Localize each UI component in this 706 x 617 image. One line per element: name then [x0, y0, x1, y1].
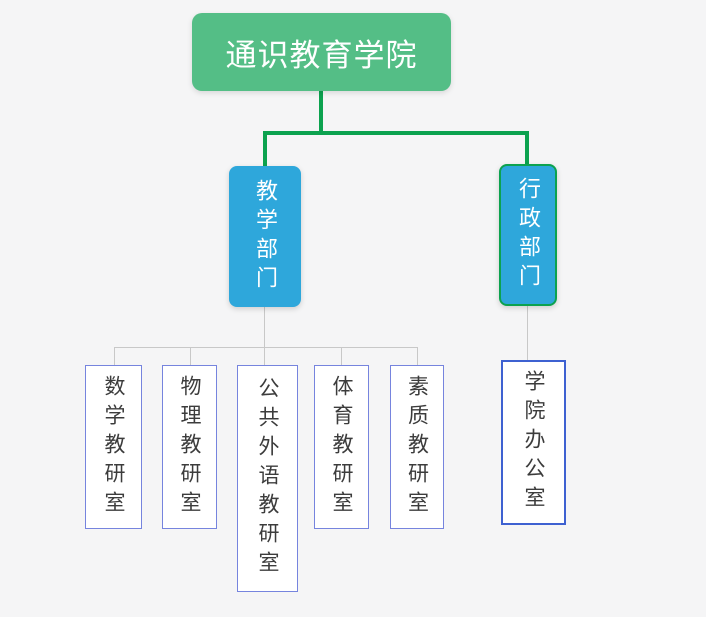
unit-node-math[interactable]: 数学教研室: [85, 365, 142, 529]
connector-drop-pe: [341, 347, 342, 365]
unit-node-foreign-language[interactable]: 公共外语教研室: [237, 365, 298, 592]
dept-node-teaching[interactable]: 教学部门: [229, 166, 301, 307]
dept-node-admin[interactable]: 行政部门: [499, 164, 557, 306]
dept-admin-label: 行政部门: [516, 177, 541, 293]
unit-foreign-language-label: 公共外语教研室: [256, 377, 279, 580]
connector-root-stem: [319, 91, 323, 135]
root-node-label: 通识教育学院: [225, 37, 418, 73]
unit-node-quality[interactable]: 素质教研室: [390, 365, 444, 529]
unit-node-college-office[interactable]: 学院办公室: [501, 360, 566, 525]
connector-teaching-stem: [264, 307, 265, 365]
unit-pe-label: 体育教研室: [330, 374, 353, 520]
root-node-college[interactable]: 通识教育学院: [192, 13, 451, 91]
unit-quality-label: 素质教研室: [405, 374, 429, 520]
unit-physics-label: 物理教研室: [178, 374, 201, 520]
connector-drop-admin: [525, 131, 529, 166]
unit-node-pe[interactable]: 体育教研室: [314, 365, 369, 529]
unit-college-office-label: 学院办公室: [522, 370, 545, 515]
unit-node-physics[interactable]: 物理教研室: [162, 365, 217, 529]
connector-root-rail: [263, 131, 529, 135]
connector-drop-quality: [417, 347, 418, 365]
connector-units-rail: [114, 347, 418, 348]
unit-math-label: 数学教研室: [102, 374, 125, 520]
dept-teaching-label: 教学部门: [253, 178, 278, 295]
connector-drop-physics: [190, 347, 191, 365]
connector-admin-stem: [527, 306, 528, 360]
connector-drop-math: [114, 347, 115, 365]
connector-drop-teaching: [263, 131, 267, 166]
